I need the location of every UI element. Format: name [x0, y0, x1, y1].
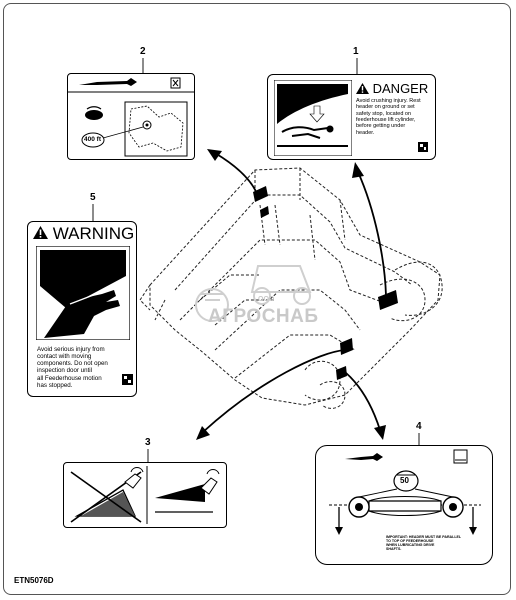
danger-line-3: safety stop, located on: [356, 110, 412, 117]
arrow-heads: [196, 149, 386, 440]
note-line-1: IMPORTANT: HEADER MUST BE PARALLEL: [386, 535, 462, 539]
callout-4: 4: [416, 421, 422, 432]
lubrication-decal-art: [67, 77, 195, 157]
figure-reference-code: ETN5076D: [14, 576, 54, 585]
inspection-door-art: [70, 466, 220, 524]
warning-heading-row: WARNING: [33, 224, 134, 244]
warning-line-2: contact with moving: [37, 353, 92, 361]
crush-hazard-icon: [274, 80, 352, 156]
pointer-arrows: [202, 152, 387, 433]
drive-shaft-lubrication-decal: 50 IMPORTANT: HEADER MUST BE PARALLEL TO…: [315, 445, 493, 565]
hand-entanglement-icon: [36, 246, 130, 340]
qr-code-icon: [122, 374, 133, 385]
danger-line-2: header on ground or set: [356, 104, 415, 111]
page-frame: [3, 3, 511, 595]
danger-heading-row: DANGER: [356, 81, 428, 96]
danger-line-1: Avoid crushing injury. Rest: [356, 98, 421, 104]
warning-line-5: all Feederhouse motion: [37, 374, 102, 382]
danger-line-6: header.: [356, 129, 375, 136]
note-line-3: WHEN LUBRICATING DRIVE: [386, 543, 435, 548]
note-line-2: TO TOP OF FEEDERHOUSE: [386, 539, 434, 544]
feederhouse-drawing: [139, 167, 443, 409]
warning-heading: WARNING: [52, 224, 135, 243]
qr-code-icon: [418, 142, 428, 152]
callout-1: 1: [353, 46, 359, 57]
callout-5: 5: [90, 192, 96, 203]
callout-leaders: [92, 58, 420, 462]
danger-heading: DANGER: [372, 81, 429, 96]
callout-3: 3: [145, 437, 151, 448]
danger-line-4: feederhouse lift cylinder,: [356, 116, 416, 123]
inspection-door-decal: [63, 462, 227, 528]
danger-decal: DANGER Avoid crushing injury. Rest heade…: [267, 74, 436, 160]
watermark-prefix: ООО: [258, 296, 275, 303]
watermark-brand: АГРОСНАБ: [208, 306, 319, 327]
warning-text: Avoid serious injury from contact with m…: [37, 346, 133, 389]
parallel-note: IMPORTANT: HEADER MUST BE PARALLEL TO TO…: [386, 535, 490, 552]
warning-line-1: Avoid serious injury from: [37, 346, 105, 353]
alert-triangle-icon: [356, 83, 369, 94]
warning-line-4: inspection door until: [37, 367, 93, 375]
danger-line-5: before getting under: [356, 123, 406, 130]
callout-2: 2: [140, 46, 146, 57]
machine-decal-markers: [253, 186, 398, 380]
drive-shaft-art: [329, 449, 481, 535]
danger-text: Avoid crushing injury. Rest header on gr…: [356, 98, 434, 136]
alert-triangle-icon: [33, 226, 48, 239]
warning-line-3: components. Do not open: [37, 360, 108, 368]
watermark-logo: [195, 265, 312, 322]
warning-decal: WARNING Avoid serious injury from contac…: [27, 221, 137, 397]
lubrication-decal: 400 ft: [67, 73, 195, 160]
warning-line-6: has stopped.: [37, 381, 73, 389]
note-line-4: SHAFTS.: [386, 547, 402, 552]
lubrication-hours-label: 50: [400, 476, 409, 485]
lubrication-interval-label: 400 ft: [84, 136, 101, 143]
